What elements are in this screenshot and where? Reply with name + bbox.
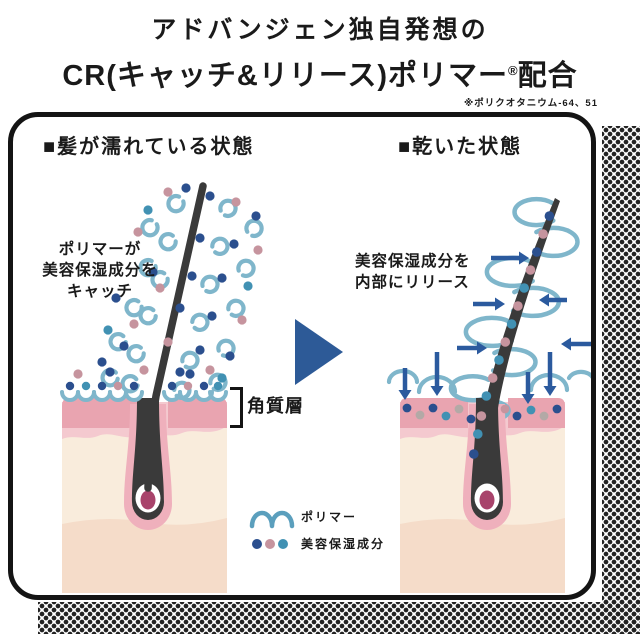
halftone-pattern-right (602, 126, 640, 634)
release-line1: 美容保湿成分を (355, 253, 471, 270)
polymer-cups-on-skin (60, 381, 228, 402)
dry-hair-illustration (386, 196, 591, 593)
legend-polymer-row: ポリマー (249, 503, 385, 529)
catch-line3: キャッチ (66, 283, 133, 300)
stratum-corneum-bracket (230, 387, 243, 428)
halftone-pattern-bottom (38, 602, 640, 634)
title-block: アドバンジェン独自発想の CR(キャッチ&リリース)ポリマー®配合 (0, 10, 640, 94)
hair-strand (144, 182, 207, 492)
comparison-panel: ■髪が濡れている状態 ■乾いた状態 ポリマーが 美容保湿成分を キャッチ 美容保… (8, 112, 596, 600)
release-line2: 内部にリリース (355, 274, 470, 291)
title-line2: CR(キャッチ&リリース)ポリマー®配合 (0, 52, 640, 94)
release-arrows (398, 251, 591, 404)
moisture-dots-on-hair (469, 211, 555, 459)
polymer-curl-icon (249, 503, 301, 529)
release-annotation: 美容保湿成分を 内部にリリース (355, 251, 505, 293)
stratum-corneum-label: 角質層 (247, 396, 304, 416)
dry-state-heading: ■乾いた状態 (398, 136, 523, 158)
legend: ポリマー 美容保湿成分 (249, 503, 385, 558)
title-line2-suffix: 配合 (517, 60, 578, 92)
moisture-dots (73, 183, 263, 383)
catch-annotation: ポリマーが 美容保湿成分を キャッチ (19, 239, 181, 302)
moisture-dots-in-skin (402, 403, 562, 424)
catch-line2: 美容保湿成分を (42, 262, 158, 279)
moisture-dots-icon (249, 538, 301, 550)
registered-mark: ® (508, 63, 518, 78)
legend-moisture-row: 美容保湿成分 (249, 535, 385, 552)
catch-line1: ポリマーが (58, 241, 142, 258)
wet-hair-illustration (60, 182, 264, 593)
legend-moisture-label: 美容保湿成分 (301, 537, 386, 551)
title-line2-main: CR(キャッチ&リリース)ポリマー (62, 60, 509, 92)
footnote: ※ポリクオタニウム-64、51 (463, 98, 598, 109)
wet-state-heading: ■髪が濡れている状態 (43, 136, 255, 158)
title-line1: アドバンジェン独自発想の (151, 16, 489, 44)
right-triangle-arrow-icon (295, 319, 343, 385)
legend-polymer-label: ポリマー (301, 509, 358, 524)
